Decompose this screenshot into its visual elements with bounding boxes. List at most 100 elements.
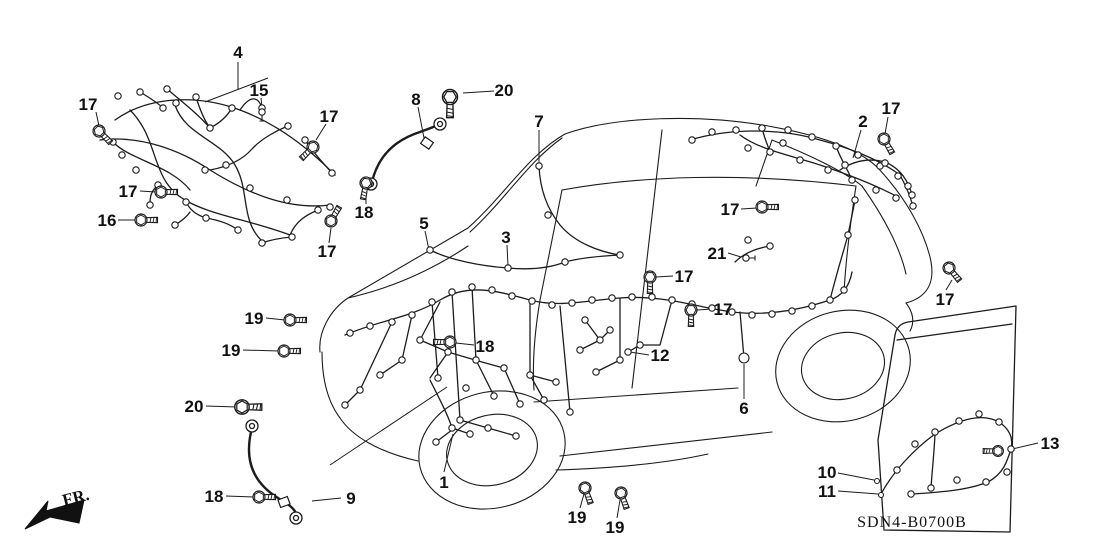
connector-dot xyxy=(448,424,456,432)
connector-dot xyxy=(975,410,983,418)
connector-dot xyxy=(738,352,750,364)
connector-dot xyxy=(893,466,901,474)
connector-dot xyxy=(388,318,396,326)
bolt-icon xyxy=(982,445,1004,457)
leader-line xyxy=(225,495,255,498)
connector-dot xyxy=(528,297,536,305)
connector-dot xyxy=(132,166,140,174)
connector-dot xyxy=(288,233,296,241)
connector-dot xyxy=(826,296,834,304)
connector-dot xyxy=(808,302,816,310)
connector-dot xyxy=(472,356,480,364)
bolt-icons xyxy=(89,88,1004,512)
callout-label-9: 9 xyxy=(346,489,355,508)
leader-line xyxy=(443,433,454,473)
callout-label-17: 17 xyxy=(675,267,694,286)
callout-label-18: 18 xyxy=(355,203,374,222)
callout-label-18: 18 xyxy=(476,337,495,356)
connector-dot xyxy=(832,142,840,150)
connector-dot xyxy=(904,182,912,190)
bolt-icon xyxy=(154,185,179,199)
connector-dot xyxy=(500,364,508,372)
connector-dot xyxy=(508,292,516,300)
bolt-icon xyxy=(643,270,657,295)
leader-line xyxy=(265,317,286,321)
connector-dot xyxy=(628,293,636,301)
bolt-icon xyxy=(684,303,698,328)
callout-label-8: 8 xyxy=(411,90,420,109)
connector-dot xyxy=(844,231,852,239)
connector-dot xyxy=(398,356,406,364)
connector-dot xyxy=(544,211,552,219)
bolt-icon xyxy=(576,479,597,507)
connector-dot xyxy=(182,198,190,206)
leader-line xyxy=(837,472,875,481)
bolt-icon xyxy=(939,258,965,286)
connector-dot xyxy=(766,148,774,156)
callout-label-17: 17 xyxy=(79,95,98,114)
fr-arrow-icon xyxy=(24,499,85,530)
door-harness xyxy=(877,305,1017,533)
bolt-icon xyxy=(441,88,459,119)
connector-dot xyxy=(624,348,632,356)
callout-label-18: 18 xyxy=(205,487,224,506)
leader-line xyxy=(95,111,100,127)
clip-icon xyxy=(742,254,756,262)
connector-dot xyxy=(841,161,849,169)
callout-label-13: 13 xyxy=(1041,434,1060,453)
connector-dot xyxy=(535,162,543,170)
connector-dot xyxy=(581,316,589,324)
callout-label-17: 17 xyxy=(119,182,138,201)
bolt-icon xyxy=(134,213,159,227)
connector-dot xyxy=(301,136,309,144)
connector-dot xyxy=(346,329,354,337)
leader-line xyxy=(945,279,953,291)
leader-line xyxy=(837,490,879,495)
connector-dot xyxy=(118,151,126,159)
connector-dot xyxy=(206,124,214,132)
connector-dot xyxy=(234,226,242,234)
leader-line xyxy=(204,77,269,103)
connector-dot xyxy=(171,221,179,229)
callout-label-6: 6 xyxy=(739,399,748,418)
connector-dot xyxy=(953,476,961,484)
leader-line xyxy=(205,405,238,408)
diagram-code: SDN4-B0700B xyxy=(857,514,967,531)
connector-dot xyxy=(462,384,470,392)
connector-dot xyxy=(873,477,881,485)
connector-dot xyxy=(356,386,364,394)
connector-dot xyxy=(568,299,576,307)
connector-dot xyxy=(326,203,334,211)
connector-dot xyxy=(192,93,200,101)
connector-dot xyxy=(466,430,474,438)
connector-dot xyxy=(246,184,254,192)
connector-dot xyxy=(982,478,990,486)
connector-dot xyxy=(341,401,349,409)
callout-label-19: 19 xyxy=(606,518,625,537)
connector-dot xyxy=(931,428,939,436)
connector-dot xyxy=(548,301,556,309)
connector-dot xyxy=(732,126,740,134)
connector-dot xyxy=(588,296,596,304)
leader-line xyxy=(329,386,448,466)
callout-label-11: 11 xyxy=(818,482,836,501)
connector-dot xyxy=(608,294,616,302)
connector-dot xyxy=(788,307,796,315)
callout-label-17: 17 xyxy=(882,99,901,118)
connector-dot xyxy=(504,264,512,272)
callout-label-3: 3 xyxy=(501,228,510,247)
connector-dot xyxy=(909,202,917,210)
leader-line xyxy=(616,499,621,519)
connector-dot xyxy=(408,311,416,319)
connector-dot xyxy=(163,85,171,93)
connector-dot xyxy=(484,424,492,432)
connector-dot xyxy=(872,186,880,194)
callout-label-17: 17 xyxy=(936,290,955,309)
callout-label-19: 19 xyxy=(245,309,264,328)
callout-label-15: 15 xyxy=(250,81,269,100)
callout-label-17: 17 xyxy=(320,107,339,126)
connector-dot xyxy=(201,166,209,174)
connector-dot xyxy=(376,371,384,379)
